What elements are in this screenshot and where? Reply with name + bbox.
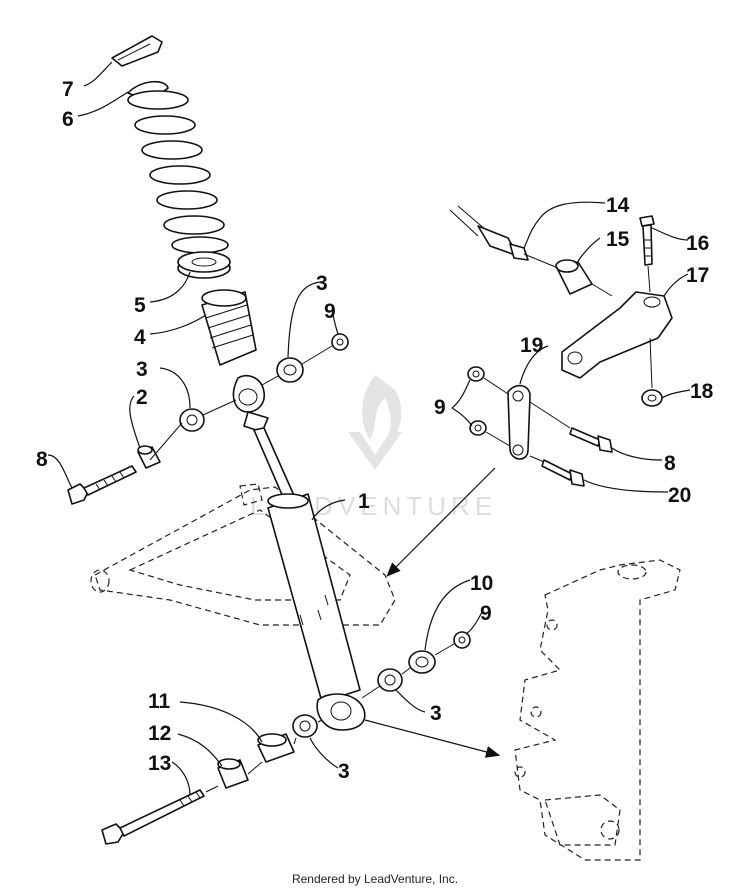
callout-12: 12 xyxy=(148,722,171,745)
callout-8-left: 8 xyxy=(36,448,48,471)
callout-9-upper: 9 xyxy=(324,300,336,323)
callout-20: 20 xyxy=(668,484,691,507)
callout-14: 14 xyxy=(606,194,630,217)
cable-end-14 xyxy=(449,205,529,261)
callout-1: 1 xyxy=(358,490,370,513)
upper-mount-arrow xyxy=(386,467,496,577)
upper-bolt-8 xyxy=(67,465,137,505)
lower-washer-10 xyxy=(408,650,436,674)
lower-nut-9 xyxy=(453,631,471,649)
lower-bolt-13 xyxy=(101,789,205,845)
callout-5: 5 xyxy=(134,294,146,317)
callout-18: 18 xyxy=(690,380,714,403)
nut-18 xyxy=(641,389,663,407)
link-nut-9-lower xyxy=(469,420,487,436)
shock-absorber xyxy=(232,374,366,731)
callout-16: 16 xyxy=(686,232,709,255)
bump-stop-sleeve xyxy=(201,289,257,366)
callout-8-right: 8 xyxy=(664,452,676,475)
upper-bushing-3-left xyxy=(179,408,205,432)
link-nut-9-upper xyxy=(467,366,485,382)
callout-9-link: 9 xyxy=(434,396,446,419)
callout-9-lower: 9 xyxy=(480,602,492,625)
callout-2: 2 xyxy=(136,386,148,409)
lower-spacer-12 xyxy=(217,758,249,789)
callout-19: 19 xyxy=(520,334,543,357)
callout-6: 6 xyxy=(62,108,74,131)
callout-15: 15 xyxy=(606,228,630,251)
callout-labels: 7 6 5 4 3 9 3 2 8 1 10 9 3 3 11 12 13 14… xyxy=(36,78,714,783)
lower-bushing-3-right xyxy=(377,668,403,692)
link-19 xyxy=(507,384,531,460)
callout-3-lower-left: 3 xyxy=(338,760,350,783)
bolt-20 xyxy=(541,459,585,487)
steering-knuckle-reference xyxy=(514,559,681,861)
callout-11: 11 xyxy=(148,690,171,713)
spring-retainer xyxy=(111,35,163,67)
leader-lines xyxy=(47,61,691,796)
callout-3-lower-right: 3 xyxy=(430,702,442,725)
callout-3-upper-left: 3 xyxy=(136,358,148,381)
coil-spring xyxy=(127,90,229,254)
upper-bushing-3-right xyxy=(276,357,304,383)
lower-mount-arrow xyxy=(364,719,501,758)
callout-10: 10 xyxy=(470,572,493,595)
callout-17: 17 xyxy=(686,264,709,287)
bolt-8-link xyxy=(569,427,613,453)
callout-13: 13 xyxy=(148,752,171,775)
bushing-15 xyxy=(555,259,593,295)
arm-17 xyxy=(561,291,673,379)
bolt-16 xyxy=(639,215,655,266)
a-arm-reference xyxy=(90,483,396,626)
footer-credit: Rendered by LeadVenture, Inc. xyxy=(291,872,459,886)
upper-nut-9 xyxy=(331,333,349,351)
upper-spacer-2 xyxy=(137,445,161,469)
spring-adjuster-nut xyxy=(177,251,231,279)
callout-7: 7 xyxy=(62,78,74,101)
callout-3-upper-right: 3 xyxy=(316,272,328,295)
callout-4: 4 xyxy=(134,326,146,349)
lower-spacer-11 xyxy=(257,733,295,763)
lower-bushing-3-left xyxy=(292,714,318,738)
